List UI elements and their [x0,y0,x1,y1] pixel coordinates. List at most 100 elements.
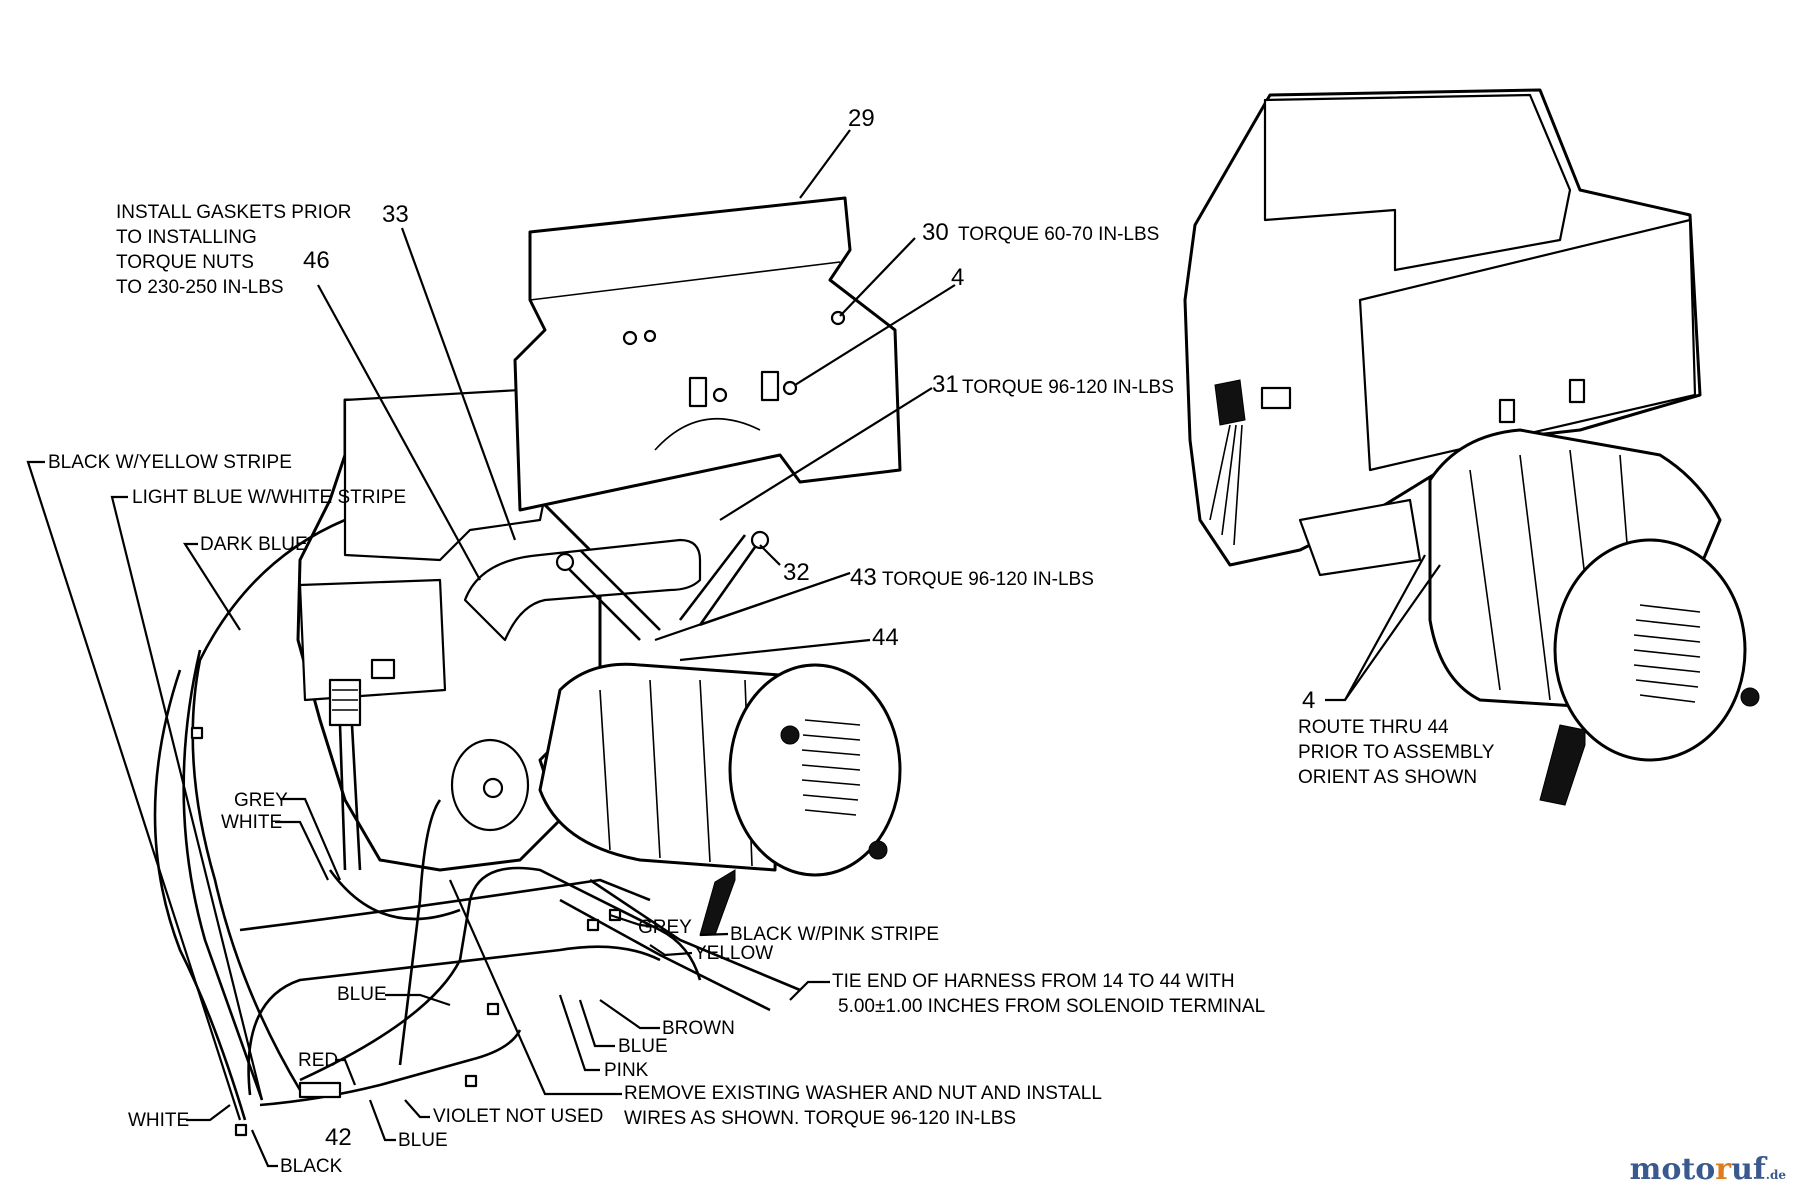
callout-33: 33 [382,201,409,228]
right-output-cable [1539,724,1586,806]
right-endcap-vents [1633,604,1701,703]
wiring-harness [153,518,801,1137]
leader-black-pink [699,932,729,937]
alternator-rib-3 [699,679,711,863]
leader-blue-1 [385,993,451,1007]
watermark-part-1: moto [1629,1152,1716,1187]
assembly-notes: INSTALL GASKETS PRIOR TO INSTALLING TORQ… [116,202,1495,1129]
tie-note-line-2: 5.00±1.00 INCHES FROM SOLENOID TERMINAL [838,996,1265,1017]
terminal-fins [332,689,358,711]
leader-4b [1325,554,1426,702]
wire-label-white-left: WHITE [221,812,282,833]
harness-to-tie-2 [589,878,801,992]
callout-43: 43 [850,564,877,591]
callout-4a: 4 [951,264,964,291]
wire-marker-4 [486,1002,500,1016]
brace-rod-4 [678,534,747,621]
leader-30 [839,237,916,317]
leader-remove [448,879,622,1096]
leader-black-bottom [250,1129,278,1168]
leader-31 [719,387,933,521]
harness-outer [153,669,247,1121]
leader-4a [794,284,956,386]
leader-white-left [275,820,329,881]
callout-31: 31 [932,371,959,398]
plate-fold-line [529,261,841,301]
gasket-note-line-3: TORQUE NUTS [116,252,254,273]
right-bracket-2 [1568,378,1586,404]
leader-black-yellow [26,460,242,1121]
harness-cross [239,878,651,932]
leader-lines [26,129,1441,1168]
wire-labels: BLACK W/YELLOW STRIPE LIGHT BLUE W/WHITE… [48,452,939,1177]
plate-bolt-5 [782,380,798,396]
remove-note-line-2: WIRES AS SHOWN. TORQUE 96-120 IN-LBS [624,1108,1016,1129]
wire-label-yellow: YELLOW [694,943,773,964]
brace-rod-3 [698,539,762,626]
wire-label-blue-3: BLUE [398,1130,448,1151]
wire-label-brown: BROWN [662,1018,735,1039]
plate-bracket-1 [688,376,708,408]
right-lead-wires [1209,424,1243,546]
harness-run-2 [398,799,442,1066]
shroud-face [1358,218,1697,472]
callout-44: 44 [872,624,899,651]
leader-tie [789,980,830,1001]
route-note-line-2: PRIOR TO ASSEMBLY [1298,742,1495,763]
watermark-part-2: r [1715,1152,1732,1187]
leader-dark-blue [182,542,241,631]
leader-32 [759,544,781,566]
leader-brown [599,999,660,1030]
alternator-rib-1 [599,689,611,851]
wire-label-black-pink: BLACK W/PINK STRIPE [730,924,939,945]
leader-43b [699,571,851,627]
housing-side-face [298,578,447,702]
terminal-leads [338,724,362,871]
rod-nut-1 [555,552,575,572]
alternator-rib-2 [649,679,661,859]
callout-numbers: 29 33 46 30 4 31 32 43 44 42 4 [303,105,1315,1151]
callout-42: 42 [325,1124,352,1151]
wire-label-violet: VIOLET NOT USED [433,1106,603,1127]
right-assembly [1183,88,1760,806]
leader-red [335,1058,357,1086]
leader-grey-right [609,913,659,929]
wire-label-blue-2: BLUE [618,1036,668,1057]
leader-grey-left [280,797,342,881]
wire-label-blue-1: BLUE [337,984,387,1005]
right-bracket-1 [1498,398,1516,424]
alternator-endcap [728,663,902,877]
wire-label-black-yellow: BLACK W/YELLOW STRIPE [48,452,292,473]
plate-bolt-2 [643,329,657,343]
rod-nut-2 [750,530,770,550]
leader-white-bottom [186,1104,231,1122]
brace-rod-2 [579,549,661,631]
connector-42 [298,1081,342,1099]
right-terminal-block [1214,379,1246,426]
pulley-hub [482,777,504,799]
leader-pink [558,994,600,1072]
wire-label-pink: PINK [604,1060,649,1081]
callout-32: 32 [783,559,810,586]
leader-33 [400,227,517,541]
harness-mid [182,649,264,1101]
endcap-bolt-2 [868,840,888,860]
leader-46 [317,284,481,581]
air-cleaner-cover [1263,93,1572,272]
gasket-note-line-2: TO INSTALLING [116,227,257,248]
leader-4b-2 [1344,564,1441,701]
watermark-part-4: .de [1765,1168,1786,1182]
leader-violet [404,1099,430,1119]
plate-cutout [654,418,761,451]
route-note-line-1: ROUTE THRU 44 [1298,717,1449,738]
exhaust-pipe [463,538,702,642]
plate-bolt-4 [712,387,728,403]
callout-4b: 4 [1302,687,1315,714]
alternator-body-44 [538,662,782,872]
callout-29: 29 [848,105,875,132]
wire-marker-1 [234,1123,248,1137]
plate-bolt-1 [622,330,638,346]
callout-30: 30 [922,219,949,246]
